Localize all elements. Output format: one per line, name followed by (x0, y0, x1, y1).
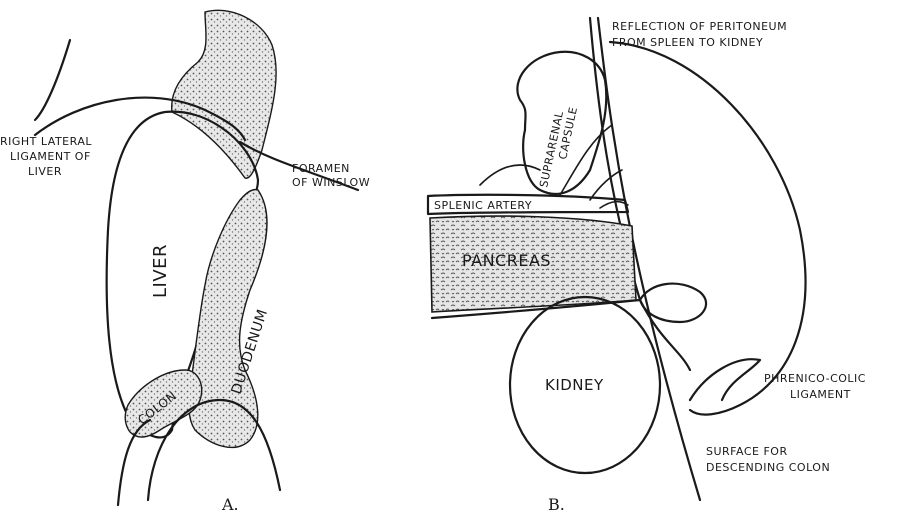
spleen-outline (610, 42, 805, 415)
right-lateral-ligament-line (35, 40, 70, 120)
label-foramen-2: OF WINSLOW (292, 176, 370, 189)
figure-b: REFLECTION OF PERITONEUM FROM SPLEEN TO … (428, 18, 866, 514)
label-right-lateral-3: LIVER (28, 165, 62, 178)
vessel-3 (590, 170, 622, 200)
vessel-4 (600, 202, 628, 208)
label-phrenico-1: PHRENICO-COLIC (764, 372, 866, 385)
label-pancreas: PANCREAS (462, 251, 551, 270)
caption-a: A. (221, 495, 239, 514)
label-right-lateral-2: LIGAMENT OF (10, 150, 91, 163)
phrenico-colic-line (690, 359, 760, 400)
label-surface-2: DESCENDING COLON (706, 461, 830, 474)
label-surface-1: SURFACE FOR (706, 445, 788, 458)
label-reflection-1: REFLECTION OF PERITONEUM (612, 20, 787, 33)
label-right-lateral-1: RIGHT LATERAL (0, 135, 92, 148)
label-reflection-2: FROM SPLEEN TO KIDNEY (612, 36, 763, 49)
label-foramen-1: FORAMEN (292, 162, 350, 175)
label-kidney: KIDNEY (545, 376, 604, 394)
label-liver: LIVER (150, 244, 171, 298)
caption-b: B. (548, 495, 565, 514)
label-splenic-artery: SPLENIC ARTERY (434, 199, 532, 212)
figure-a: RIGHT LATERAL LIGAMENT OF LIVER FORAMEN … (0, 10, 370, 514)
label-phrenico-2: LIGAMENT (790, 388, 851, 401)
